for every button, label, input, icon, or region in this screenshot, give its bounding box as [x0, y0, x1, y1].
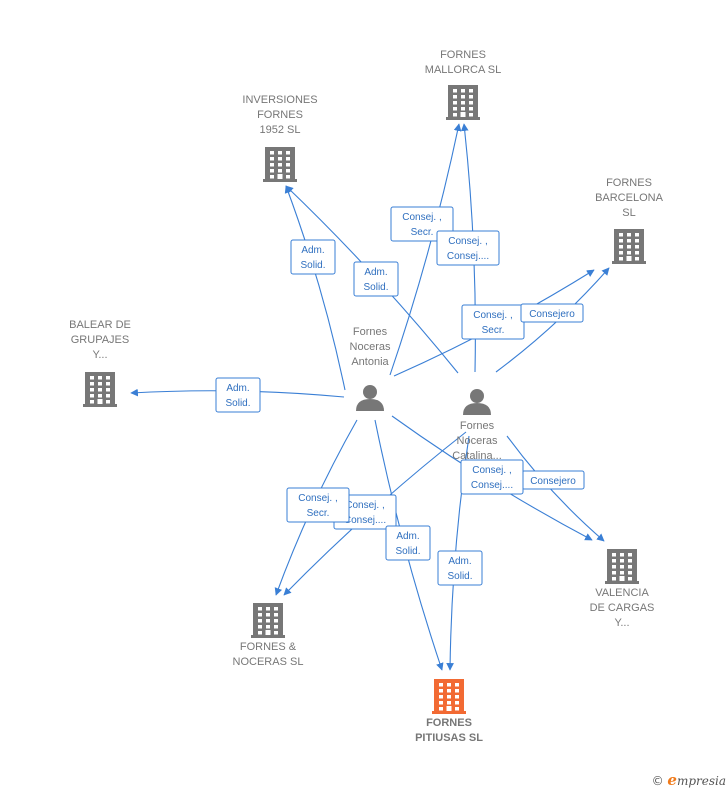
node-label: Fornes — [353, 326, 388, 338]
edge-antonia-fornes_mallorca — [389, 123, 462, 376]
node-label: Fornes — [460, 420, 495, 432]
person-icon — [356, 385, 384, 411]
node-label: BALEAR DE — [69, 319, 131, 331]
edge-label-text: Secr. — [307, 508, 330, 519]
edge-label-text: Consejero — [530, 476, 576, 487]
edge-label[interactable]: Consej. , Secr. — [461, 304, 525, 340]
node-label: MALLORCA SL — [425, 64, 501, 76]
building-icon — [612, 229, 646, 264]
edge-label-text: Consej. , — [473, 310, 512, 321]
edge-label-box — [385, 525, 431, 561]
node-label: SL — [622, 207, 635, 219]
edge-label-text: Solid. — [300, 260, 325, 271]
edge-catalina-valencia — [506, 435, 605, 542]
building-icon — [263, 147, 297, 182]
edge-label-text: Adm. — [364, 267, 387, 278]
node-label: Noceras — [457, 435, 498, 447]
node-fornes-mallorca[interactable]: FORNES MALLORCA SL — [425, 49, 501, 120]
node-catalina[interactable]: FornesNocerasCatalina... — [452, 389, 502, 462]
edge-label[interactable]: Adm. Solid. — [290, 239, 336, 275]
node-pitiusas[interactable]: FORNES PITIUSAS SL — [415, 679, 483, 744]
edge-label-text: Solid. — [225, 398, 250, 409]
edge-label-box — [460, 459, 524, 495]
edge-label-text: Solid. — [363, 282, 388, 293]
edge-label-text: Consej.... — [447, 251, 489, 262]
node-fornes-noceras[interactable]: FORNES & NOCERAS SL — [233, 603, 304, 668]
person-icon — [463, 389, 491, 415]
edge-label[interactable]: Adm. Solid. — [353, 261, 399, 297]
node-label: DE CARGAS — [590, 602, 655, 614]
edge-label-box — [286, 487, 350, 523]
edge-label-box — [436, 230, 500, 266]
edge-label-text: Consejero — [529, 309, 575, 320]
edge-label[interactable]: Adm. Solid. — [385, 525, 431, 561]
edge-label-text: Consej. , — [402, 212, 441, 223]
building-icon — [251, 603, 285, 638]
node-label: FORNES — [257, 109, 303, 121]
edge-label-text: Secr. — [482, 325, 505, 336]
edge-label-text: Adm. — [226, 383, 249, 394]
edge-label-text: Consej. , — [345, 500, 384, 511]
edge-label-box — [437, 550, 483, 586]
nodes-layer: FORNES MALLORCA SL INVERSIONES FORNES 1952 S… — [69, 49, 663, 744]
node-label: Catalina... — [452, 450, 502, 462]
copyright-symbol: © — [651, 774, 664, 788]
edge-label-text: Consej.... — [344, 515, 386, 526]
edge-label-box — [215, 377, 261, 413]
node-label: FORNES — [606, 177, 652, 189]
edge-label-text: Consej. , — [448, 236, 487, 247]
node-balear[interactable]: BALEAR DE GRUPAJES Y... — [69, 319, 131, 407]
node-label: FORNES & — [240, 641, 297, 653]
edge-antonia-inversiones — [284, 185, 346, 391]
node-label: Y... — [92, 349, 107, 361]
edge-labels-layer: Adm.Solid.Adm.Solid.Consej. ,Secr.Consej… — [215, 206, 585, 586]
edge-label-text: Consej. , — [298, 493, 337, 504]
brand-name: mpresia — [676, 774, 726, 788]
edge-label-box — [353, 261, 399, 297]
edge-label-box — [290, 239, 336, 275]
edge-catalina-fornes_barcelona — [495, 267, 610, 373]
node-label: FORNES — [440, 49, 486, 61]
edge-label[interactable]: Consej. , Secr. — [286, 487, 350, 523]
building-icon — [446, 85, 480, 120]
edge-label[interactable]: Adm. Solid. — [215, 377, 261, 413]
node-label: FORNES — [426, 717, 472, 729]
edge-label-text: Adm. — [396, 531, 419, 542]
edge-label-text: Consej. , — [472, 465, 511, 476]
building-icon — [83, 372, 117, 407]
edge-label-text: Secr. — [411, 227, 434, 238]
edge-label-text: Adm. — [448, 556, 471, 567]
node-label: PITIUSAS SL — [415, 732, 483, 744]
node-label: Noceras — [350, 341, 391, 353]
edge-label-text: Solid. — [395, 546, 420, 557]
edge-label-text: Solid. — [447, 571, 472, 582]
building-icon — [432, 679, 466, 714]
node-label: NOCERAS SL — [233, 656, 304, 668]
node-label: 1952 SL — [260, 124, 301, 136]
edge-label[interactable]: Adm. Solid. — [437, 550, 483, 586]
node-label: BARCELONA — [595, 192, 664, 204]
node-label: Antonia — [351, 356, 389, 368]
node-label: VALENCIA — [595, 587, 649, 599]
node-valencia[interactable]: VALENCIA DE CARGAS Y... — [590, 549, 655, 629]
edge-label[interactable]: Consej. , Consej.... — [436, 230, 500, 266]
node-label: Y... — [614, 617, 629, 629]
edge-label-text: Consej.... — [471, 480, 513, 491]
node-label: GRUPAJES — [71, 334, 129, 346]
brand-initial: e — [667, 771, 677, 789]
edge-label-box — [520, 303, 584, 323]
edge-label-text: Adm. — [301, 245, 324, 256]
node-inversiones[interactable]: INVERSIONES FORNES 1952 SL — [242, 94, 318, 182]
node-fornes-barcelona[interactable]: FORNES BARCELONA SL — [595, 177, 664, 264]
node-label: INVERSIONES — [242, 94, 317, 106]
edge-label[interactable]: Consejero — [520, 303, 584, 323]
brand-logo[interactable]: © empresia — [652, 771, 726, 789]
edge-label[interactable]: Consejero — [521, 470, 585, 490]
edge-label[interactable]: Consej. , Consej.... — [460, 459, 524, 495]
building-icon — [605, 549, 639, 584]
